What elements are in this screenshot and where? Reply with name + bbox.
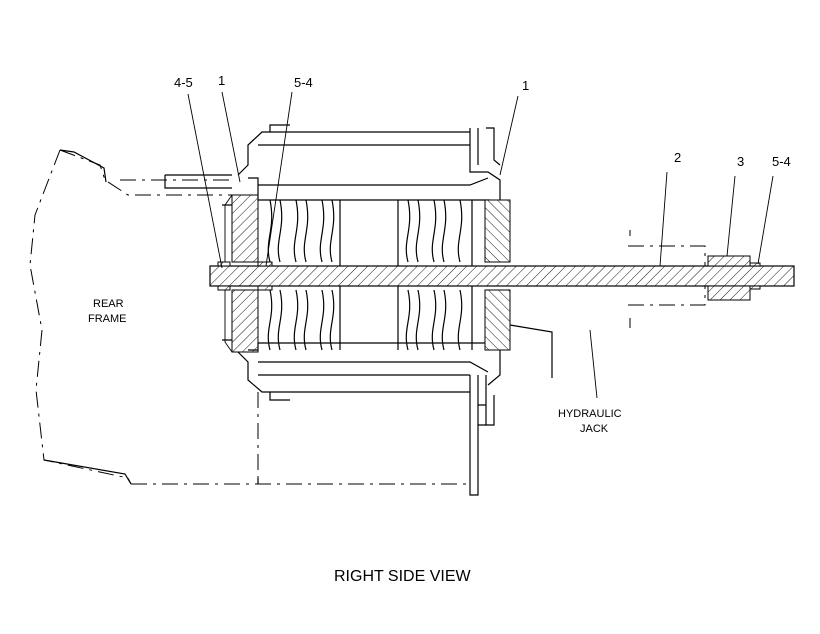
- spring-pack-right: [397, 199, 473, 351]
- callout-2: 2: [674, 150, 681, 165]
- hydraulic-jack-label-line1: HYDRAULIC: [558, 408, 622, 420]
- housing-shell: [237, 124, 490, 484]
- spring-pack-left: [267, 199, 341, 351]
- rear-frame-label-line2: FRAME: [88, 313, 127, 325]
- rear-frame-outline: [29, 149, 470, 485]
- callout-5-4-right: 5-4: [772, 154, 791, 169]
- callout-1-left: 1: [218, 73, 225, 88]
- threaded-rod: [209, 265, 795, 287]
- callout-3: 3: [737, 154, 744, 169]
- nut: [707, 255, 751, 301]
- right-end-cap: [469, 127, 511, 496]
- hydraulic-jack-label-line2: JACK: [580, 423, 609, 435]
- hydraulic-jack: [509, 230, 706, 378]
- rear-frame-label-line1: REAR: [93, 298, 124, 310]
- view-caption: RIGHT SIDE VIEW: [334, 568, 472, 585]
- callout-5-4-left: 5-4: [294, 75, 313, 90]
- callout-4-5: 4-5: [174, 75, 193, 90]
- left-mounting-plate: [222, 194, 259, 353]
- callout-1-right: 1: [522, 78, 529, 93]
- leader-lines: [187, 91, 774, 399]
